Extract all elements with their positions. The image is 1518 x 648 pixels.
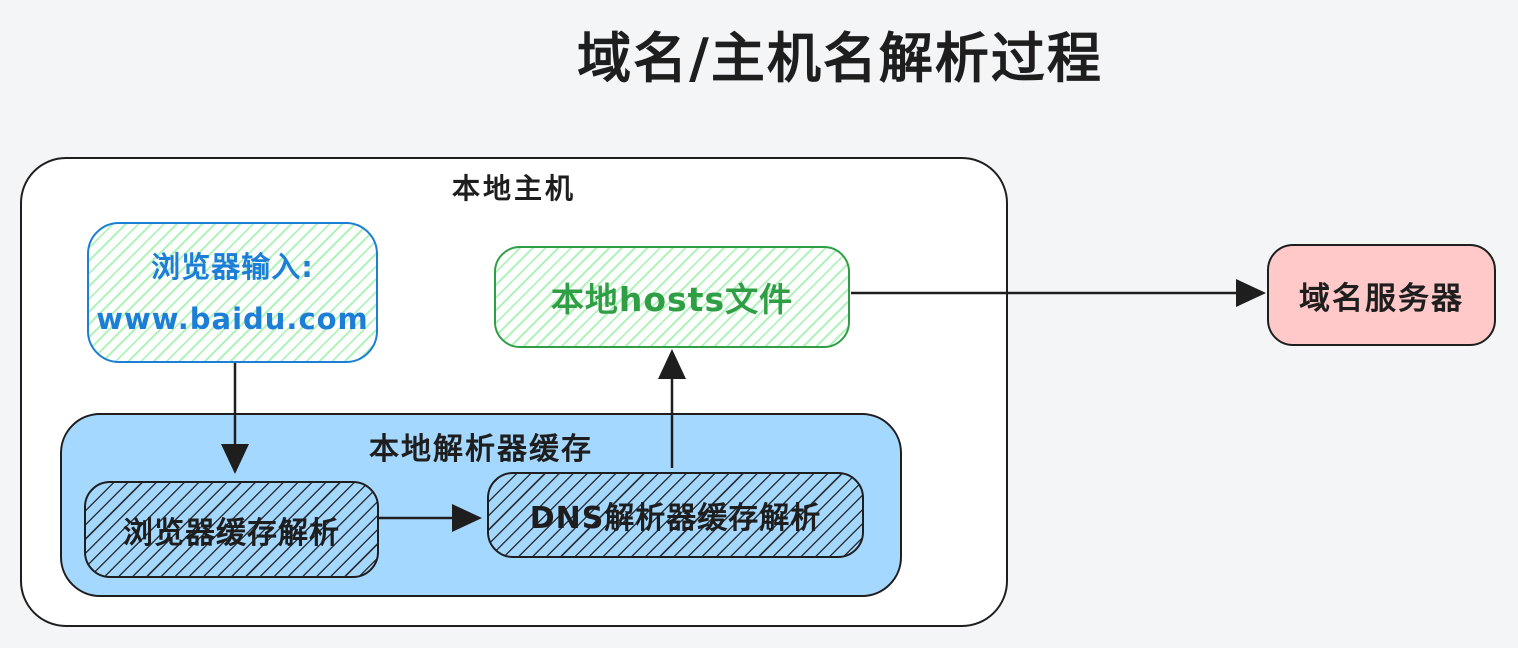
node-browser-input: 浏览器输入: www.baidu.com bbox=[87, 222, 378, 363]
browser-input-line1: 浏览器输入: bbox=[151, 249, 314, 284]
node-browser-cache: 浏览器缓存解析 bbox=[84, 481, 379, 578]
diagram-title: 域名/主机名解析过程 bbox=[577, 27, 1103, 90]
browser-cache-label: 浏览器缓存解析 bbox=[123, 515, 340, 551]
dns-server-label: 域名服务器 bbox=[1299, 280, 1464, 317]
dns-cache-label: DNS解析器缓存解析 bbox=[529, 501, 822, 536]
node-local-host: 本地主机 浏览器输入: www.baidu.com 本地hosts文件 本地解析… bbox=[20, 157, 1008, 627]
node-dns-cache: DNS解析器缓存解析 bbox=[487, 472, 864, 558]
local-host-label: 本地主机 bbox=[451, 172, 576, 205]
browser-input-line2: www.baidu.com bbox=[96, 301, 369, 336]
node-resolver-cache: 本地解析器缓存 浏览器缓存解析 DNS解析器缓存解析 bbox=[60, 413, 902, 597]
node-dns-server: 域名服务器 bbox=[1267, 244, 1496, 346]
hosts-file-label: 本地hosts文件 bbox=[550, 280, 794, 319]
resolver-cache-label: 本地解析器缓存 bbox=[369, 432, 593, 467]
node-hosts-file: 本地hosts文件 bbox=[494, 246, 850, 348]
